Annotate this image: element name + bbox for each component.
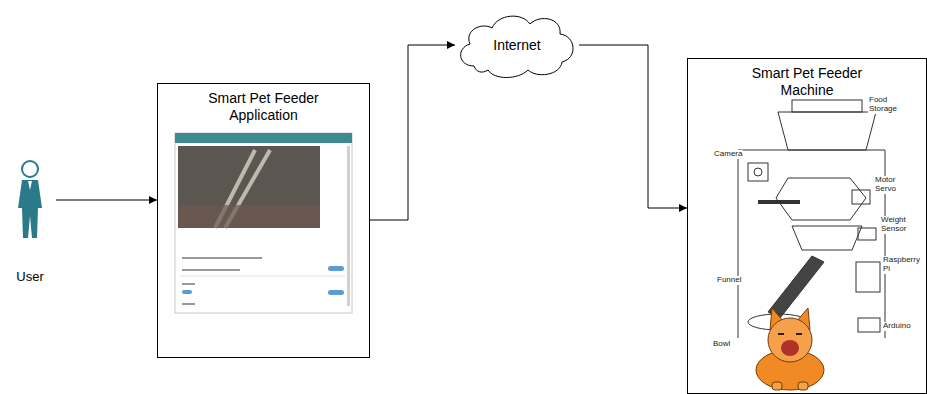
user-body bbox=[18, 180, 42, 238]
part-label: Bowl bbox=[712, 340, 731, 349]
actor-label: User bbox=[16, 269, 43, 285]
screen-header bbox=[175, 133, 352, 143]
part-label: Camera bbox=[713, 150, 743, 159]
node-title: Internet bbox=[493, 37, 540, 54]
food-storage-lid bbox=[792, 100, 862, 112]
part-label: Funnel bbox=[716, 276, 742, 285]
node-title: Smart Pet Feeder Machine bbox=[732, 65, 882, 99]
app-screenshot bbox=[175, 133, 352, 313]
part-label: Food Storage bbox=[868, 96, 912, 114]
screen-line bbox=[182, 257, 262, 259]
node-title: Smart Pet Feeder Application bbox=[189, 90, 339, 124]
system-box: Smart Pet Feeder Application bbox=[157, 83, 370, 358]
funnel bbox=[768, 256, 824, 318]
camera-view bbox=[178, 146, 320, 228]
flow-arrow bbox=[56, 200, 157, 201]
frame bbox=[738, 150, 739, 338]
food-storage bbox=[778, 112, 876, 150]
screen-toggle bbox=[182, 290, 192, 294]
screen-button bbox=[328, 290, 344, 295]
arduino bbox=[858, 318, 880, 332]
weight-sensor bbox=[858, 228, 876, 240]
raspberry-pi bbox=[856, 262, 880, 292]
screen-button bbox=[328, 266, 344, 271]
tray bbox=[792, 226, 862, 250]
machine-sketch bbox=[738, 100, 885, 338]
camera-box bbox=[748, 163, 768, 181]
screen-scrollbar bbox=[347, 146, 350, 306]
camera-lens bbox=[754, 168, 762, 176]
motor-servo bbox=[852, 190, 870, 204]
cat-eye bbox=[778, 333, 784, 335]
user-head bbox=[22, 161, 38, 177]
user-icon bbox=[4, 160, 56, 285]
flow-arrow bbox=[579, 45, 687, 208]
part-label: Motor Servo bbox=[874, 176, 918, 194]
user-collar bbox=[28, 181, 32, 190]
screen-divider bbox=[180, 276, 345, 277]
flow-arrow bbox=[370, 45, 455, 220]
cat-mouth bbox=[781, 340, 799, 356]
part-label: Arduino bbox=[882, 322, 912, 331]
screen-frame bbox=[175, 133, 352, 313]
cat-paw bbox=[798, 382, 808, 390]
part-label: Raspberry Pi bbox=[882, 256, 926, 274]
cat-head bbox=[768, 318, 812, 362]
cloud-shape bbox=[461, 16, 573, 77]
camera-floor bbox=[178, 205, 320, 228]
screen-line bbox=[182, 303, 195, 305]
cat-eye bbox=[796, 333, 802, 335]
cat-paw bbox=[772, 382, 782, 390]
frame bbox=[738, 150, 885, 151]
servo-shaft bbox=[758, 200, 800, 204]
screen-line bbox=[182, 269, 240, 271]
cat bbox=[756, 308, 824, 390]
screen-line bbox=[182, 283, 195, 285]
part-label: Weight Sensor bbox=[880, 216, 924, 234]
internet-cloud: Internet bbox=[452, 8, 582, 82]
user-actor: User bbox=[4, 160, 56, 285]
